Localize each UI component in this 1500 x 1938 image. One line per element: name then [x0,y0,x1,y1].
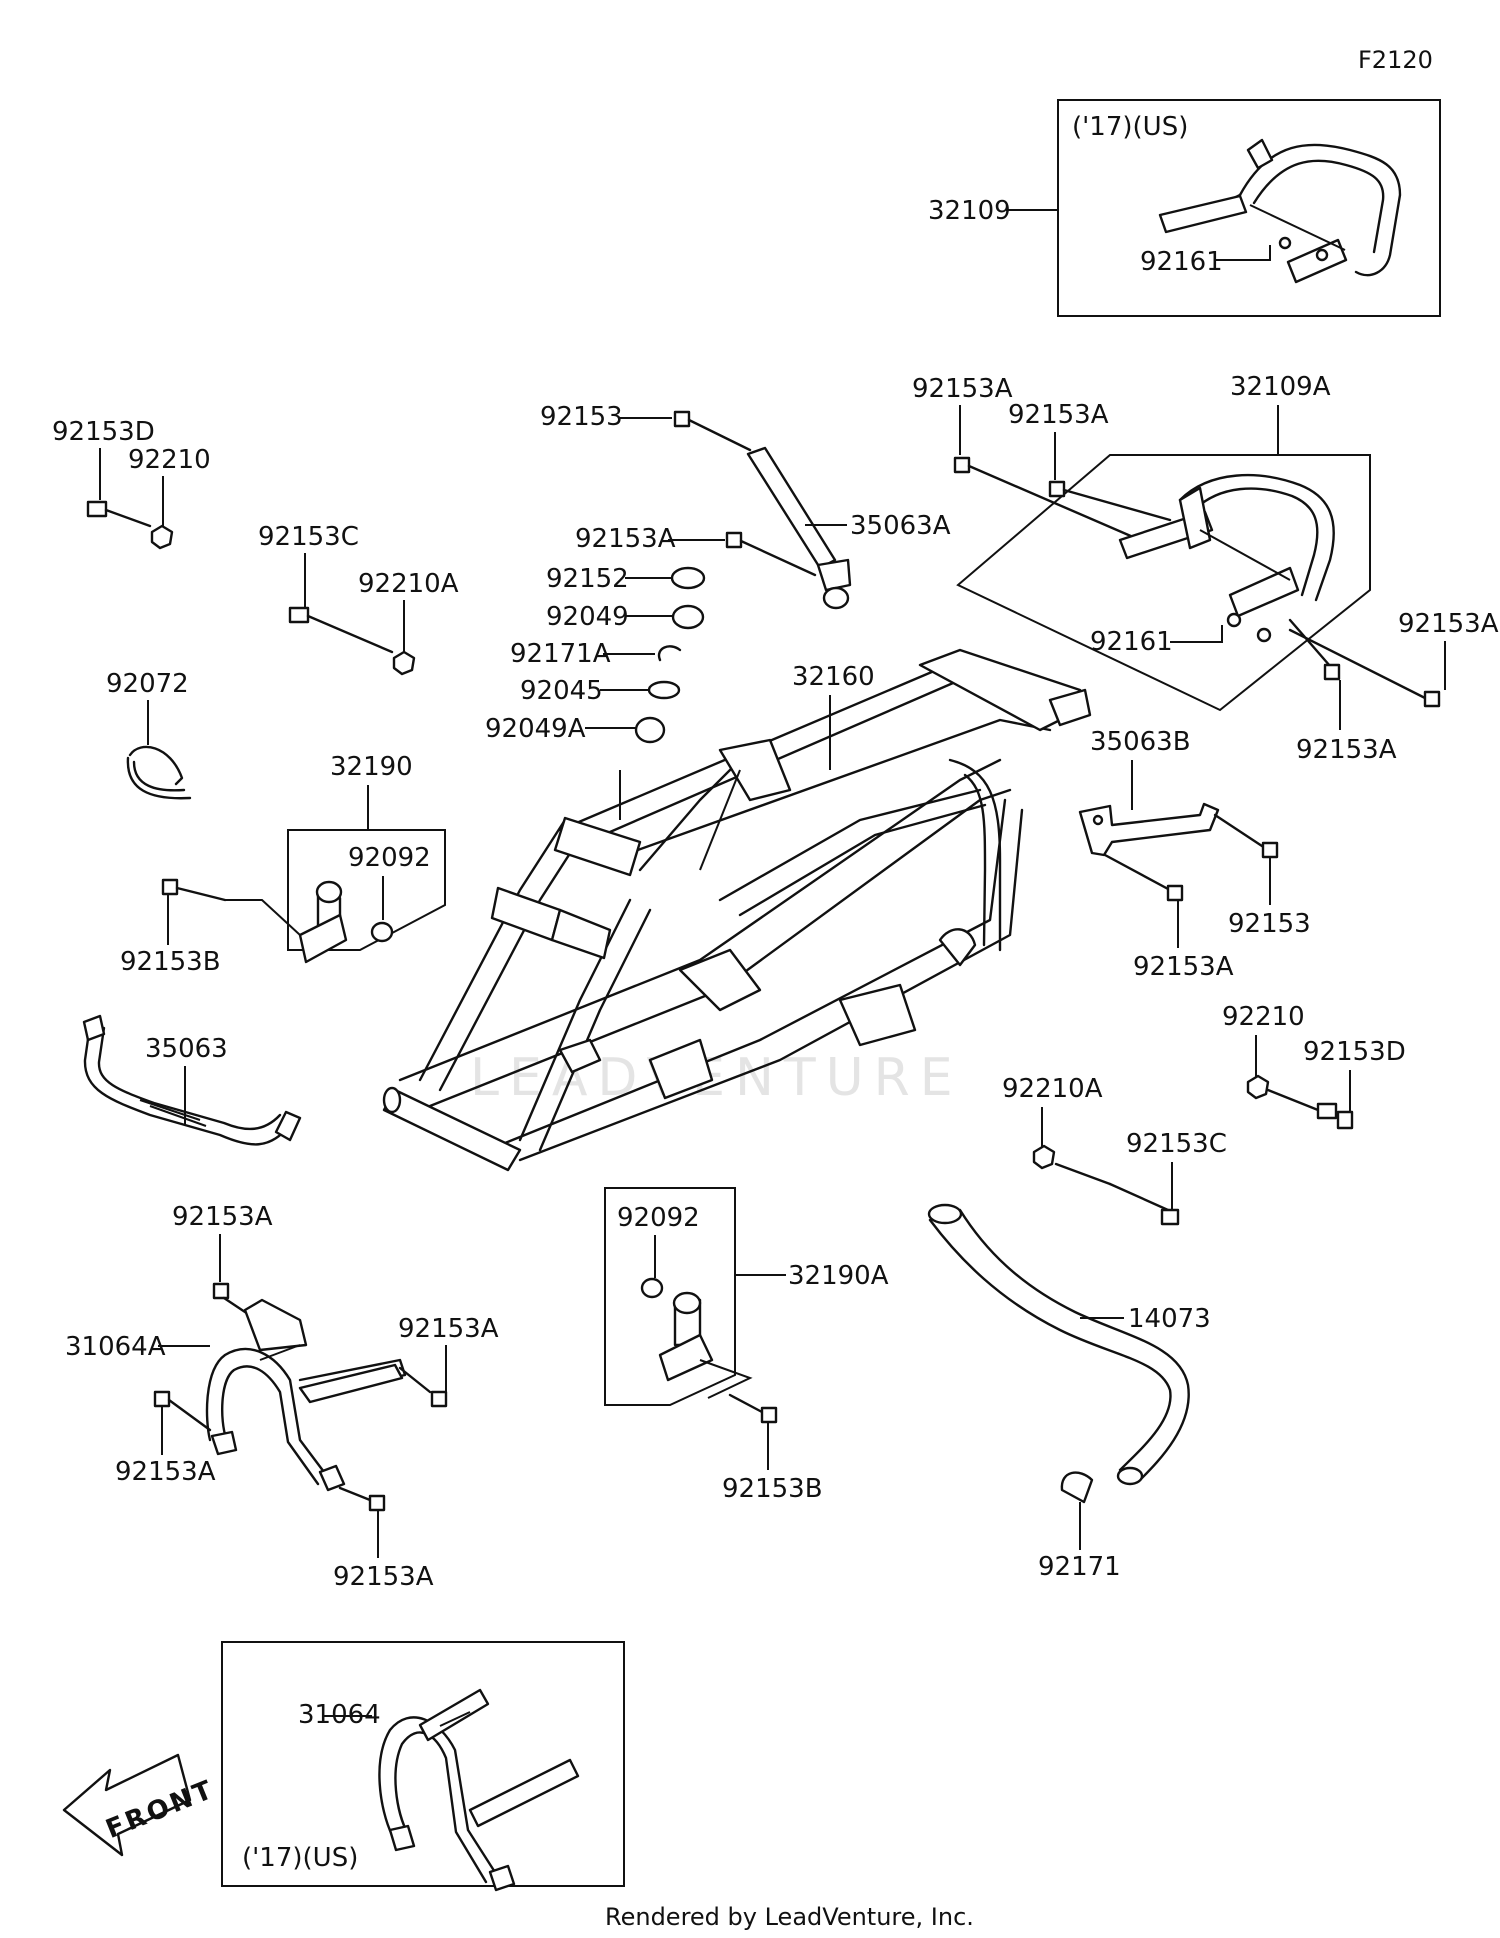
label-92161: 92161 [1090,627,1173,657]
label-32190A: 32190A [788,1261,889,1291]
damper-92049 [671,604,705,630]
label-92153A-l1: 92153A [172,1202,273,1232]
strut-35063A-drawing [673,410,852,610]
label-92210A-a: 92210A [358,569,459,599]
label-92210-a: 92210 [128,445,211,475]
label-32109: 32109 [928,196,1011,226]
grommet-92152 [670,566,706,590]
clamp-92171 [1060,1471,1094,1504]
mount-32190A-drawing [640,1277,753,1399]
rear-guard-variant-label: ('17)(US) [1072,112,1188,142]
guard-31064A-drawing [205,1298,407,1492]
label-92153B-b: 92153B [722,1474,823,1504]
label-92153A-l4: 92153A [333,1562,434,1592]
label-92153B-a: 92153B [120,947,221,977]
label-92153D-b: 92153D [1303,1037,1406,1067]
bolt-92153A-l4 [338,1486,386,1512]
diagram-id: F2120 [1358,46,1433,74]
label-92153A-r1: 92153A [912,374,1013,404]
label-92171A: 92171A [510,639,611,669]
bolt-92153A-r5 [1103,853,1184,902]
label-92210-b: 92210 [1222,1002,1305,1032]
label-92153-b: 92153 [1228,909,1311,939]
box-32190A [604,1187,736,1406]
bolt-92153A-l3 [153,1390,212,1432]
label-92153C-b: 92153C [1126,1129,1227,1159]
label-92049: 92049 [546,602,629,632]
bolt-92153C-a [288,606,416,676]
bracket-35063B-drawing [1078,802,1220,857]
front-arrow-icon: FRONT [62,1753,219,1857]
rear-guard-32109-drawing [1158,138,1402,284]
label-92153A-l2: 92153A [398,1314,499,1344]
label-35063: 35063 [145,1034,228,1064]
label-32109A: 32109A [1230,372,1331,402]
bolt-92153B-b [728,1393,778,1424]
label-32190: 32190 [330,752,413,782]
rear-guard-32109A-drawing [953,456,1335,643]
label-92152: 92152 [546,564,629,594]
pipe-14073-drawing [927,1203,1190,1486]
clip-92171A [657,645,682,662]
bar-35063-drawing [82,1014,302,1146]
band-92072 [126,745,192,800]
label-35063B: 35063B [1090,727,1191,757]
label-92092-b: 92092 [617,1203,700,1233]
leader-92161 [1170,625,1223,643]
bolt-92153A-r4 [1288,618,1341,681]
label-92210A-b: 92210A [1002,1074,1103,1104]
bolt-92153A-s1 [725,531,817,577]
front-guard-variant-box [221,1641,625,1887]
guard-31064-drawing [378,1688,580,1892]
label-92092-a: 92092 [348,843,431,873]
bolt-92153-b [1213,813,1279,859]
label-14073: 14073 [1128,1304,1211,1334]
bolt-92153D-a [86,500,174,550]
box-32190 [287,829,446,951]
label-92153A-r3: 92153A [1398,609,1499,639]
bolt-92153A-r3 [1288,628,1441,708]
bolt-92153C-b [1032,1144,1180,1226]
label-92161-box: 92161 [1140,247,1223,277]
label-92171: 92171 [1038,1552,1121,1582]
label-92153A-r5: 92153A [1133,952,1234,982]
label-92153C-a: 92153C [258,522,359,552]
rear-guard-variant-box [1057,99,1441,317]
leader-92161-box [1216,245,1271,261]
box-32109A [956,454,1371,712]
frame-32160-drawing [382,648,1092,1172]
bolt-92153A-l1 [212,1282,230,1300]
label-92153: 92153 [540,402,623,432]
label-92153A-r2: 92153A [1008,400,1109,430]
footer-credit: Rendered by LeadVenture, Inc. [605,1903,974,1931]
label-92045: 92045 [520,676,603,706]
label-92072: 92072 [106,669,189,699]
mount-32190-drawing [225,880,394,964]
label-35063A: 35063A [850,511,951,541]
damper-92049A [634,716,666,744]
front-guard-variant-label: ('17)(US) [242,1843,358,1873]
bolt-92153A-l2 [398,1366,448,1408]
label-92153D-a: 92153D [52,417,155,447]
label-92049A: 92049A [485,714,586,744]
label-92153A-r4: 92153A [1296,735,1397,765]
label-32160: 32160 [792,662,875,692]
label-31064A: 31064A [65,1332,166,1362]
collar-92045 [647,680,681,700]
bolt-92153D-b [1246,1074,1354,1130]
bolt-92153B-a [161,878,227,902]
label-92153A-s1: 92153A [575,524,676,554]
label-92153A-l3: 92153A [115,1457,216,1487]
